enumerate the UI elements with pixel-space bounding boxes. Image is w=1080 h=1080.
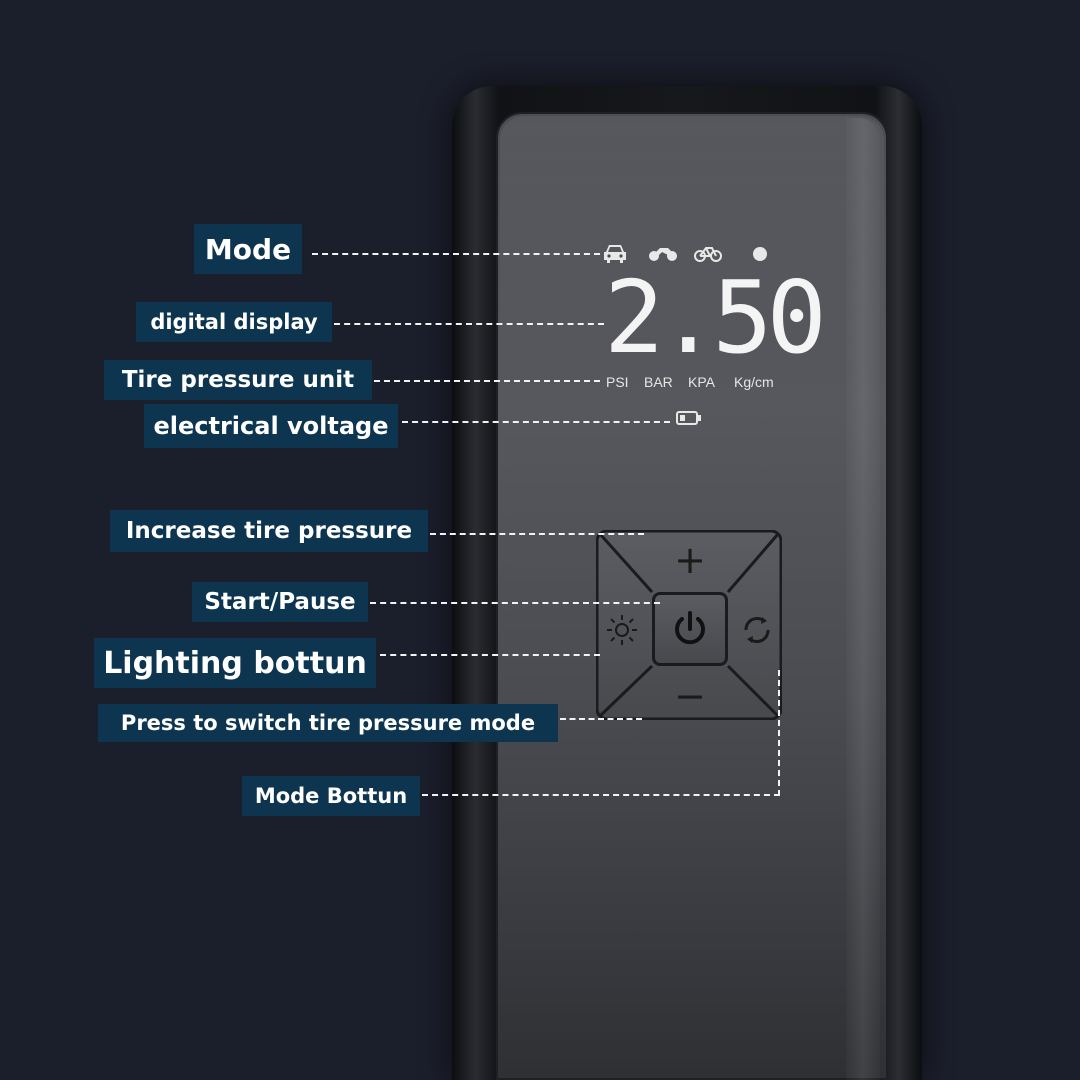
power-icon xyxy=(675,611,705,645)
cycle-icon[interactable] xyxy=(738,612,776,648)
mode-icons-row xyxy=(604,245,767,263)
label-electrical-voltage: electrical voltage xyxy=(144,404,398,448)
bicycle-icon xyxy=(694,247,722,262)
car-icon xyxy=(604,245,626,263)
leader-mode-button xyxy=(422,794,780,796)
start-pause-button[interactable] xyxy=(652,592,728,666)
unit-kpa: KPA xyxy=(688,374,715,390)
label-mode-button: Mode Bottun xyxy=(242,776,420,816)
panel-gloss xyxy=(500,116,884,376)
minus-button[interactable]: − xyxy=(674,674,706,718)
digital-readout: 2.50 xyxy=(604,259,827,376)
unit-psi: PSI xyxy=(606,374,629,390)
label-mode: Mode xyxy=(194,224,302,274)
ball-icon xyxy=(753,247,767,261)
motorcycle-icon xyxy=(649,248,677,261)
battery-icon xyxy=(676,411,701,425)
leader-increase-tire-pressure xyxy=(430,533,644,535)
leader-electrical-voltage xyxy=(402,421,670,423)
label-switch-mode: Press to switch tire pressure mode xyxy=(98,704,558,742)
sun-icon[interactable] xyxy=(604,612,640,648)
panel-edge-highlight xyxy=(846,118,880,1080)
leader-tire-pressure-unit xyxy=(374,380,600,382)
label-digital-display: digital display xyxy=(136,302,332,342)
leader-start-pause xyxy=(370,602,660,604)
leader-digital-display xyxy=(334,323,604,325)
leader-mode-button-vertical xyxy=(778,670,780,796)
leader-lighting-button xyxy=(380,654,600,656)
plus-button[interactable]: + xyxy=(674,538,706,582)
leader-switch-mode xyxy=(560,718,642,720)
unit-bar: BAR xyxy=(644,374,673,390)
label-tire-pressure-unit: Tire pressure unit xyxy=(104,360,372,400)
unit-kgcm: Kg/cm xyxy=(734,374,774,390)
leader-mode xyxy=(312,253,600,255)
label-start-pause: Start/Pause xyxy=(192,582,368,622)
label-lighting-button: Lighting bottun xyxy=(94,638,376,688)
label-increase-tire-pressure: Increase tire pressure xyxy=(110,510,428,552)
